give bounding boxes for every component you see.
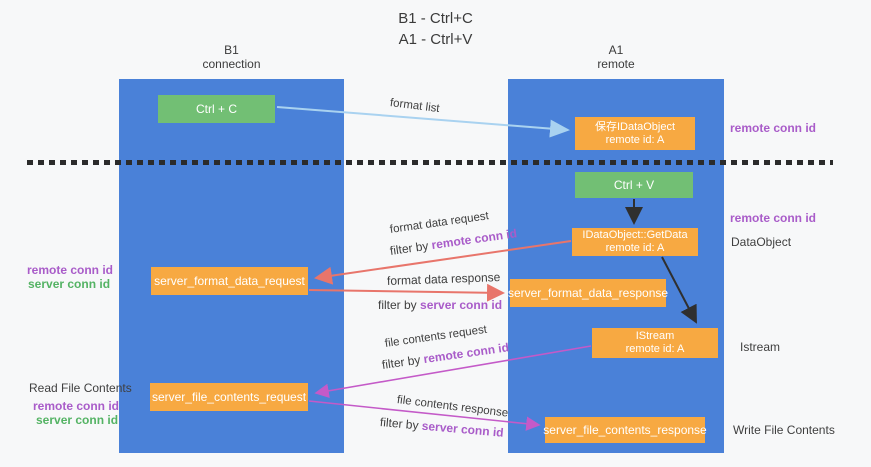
- lane-b1-name: B1: [224, 43, 239, 57]
- node-istream-line2: remote id: A: [625, 343, 685, 355]
- session-separator-line: [27, 160, 833, 165]
- lane-header-a1: A1 remote: [508, 43, 724, 71]
- label-filter-server-1: filter by server conn id: [378, 298, 502, 312]
- server-conn-id-text: server conn id: [421, 418, 505, 440]
- filter-by-text: filter by: [378, 298, 421, 312]
- label-right-remote-conn-id-1: remote conn id: [730, 121, 817, 135]
- node-ctrl-c-label: Ctrl + C: [195, 101, 237, 116]
- lane-a1-subtitle: remote: [597, 57, 635, 71]
- node-server-format-data-response: server_format_data_response: [507, 279, 669, 307]
- label-filter-server-2: filter by server conn id: [379, 415, 504, 440]
- remote-conn-id-text: remote conn id: [422, 340, 510, 367]
- node-istream: IStream remote id: A: [592, 328, 718, 358]
- node-format-request-label: server_format_data_request: [154, 273, 305, 288]
- title-line-2: A1 - Ctrl+V: [398, 31, 473, 48]
- filter-by-text: filter by: [381, 352, 425, 372]
- label-write-file-contents: Write File Contents: [733, 423, 835, 437]
- node-file-response-label: server_file_contents_response: [543, 422, 707, 437]
- node-ctrl-v-label: Ctrl + V: [613, 177, 655, 192]
- title-line-1: B1 - Ctrl+C: [398, 10, 473, 27]
- server-conn-id-text: server conn id: [420, 298, 503, 312]
- node-ctrl-v: Ctrl + V: [575, 172, 693, 198]
- node-server-format-data-request: server_format_data_request: [151, 267, 308, 295]
- label-right-remote-conn-id-2: remote conn id: [730, 211, 817, 225]
- label-left-server-conn-id-1: server conn id: [28, 277, 111, 291]
- node-getdata-line1: IDataObject::GetData: [582, 229, 688, 241]
- label-format-list: format list: [389, 97, 441, 116]
- label-left-server-conn-id-2: server conn id: [36, 413, 119, 427]
- label-left-remote-conn-id-1: remote conn id: [27, 263, 114, 277]
- lane-a1-name: A1: [608, 43, 624, 57]
- node-server-file-contents-request: server_file_contents_request: [150, 383, 308, 411]
- node-idataobject-getdata: IDataObject::GetData remote id: A: [572, 228, 698, 256]
- node-getdata-line2: remote id: A: [605, 242, 665, 254]
- diagram-title: B1 - Ctrl+C A1 - Ctrl+V: [0, 8, 871, 50]
- remote-conn-id-text: remote conn id: [430, 226, 518, 253]
- label-file-contents-response: file contents response: [396, 394, 509, 420]
- node-file-request-label: server_file_contents_request: [151, 389, 307, 404]
- label-left-remote-conn-id-2: remote conn id: [33, 399, 120, 413]
- node-save-idataobject-line2: remote id: A: [605, 133, 665, 146]
- node-istream-line1: IStream: [635, 330, 675, 342]
- node-save-idataobject-line1: 保存IDataObject: [594, 120, 676, 133]
- node-server-file-contents-response: server_file_contents_response: [543, 417, 707, 443]
- label-dataobject: DataObject: [731, 235, 792, 249]
- filter-by-text: filter by: [389, 238, 433, 258]
- node-save-idataobject: 保存IDataObject remote id: A: [575, 117, 695, 150]
- lane-header-b1: B1 connection: [119, 43, 344, 71]
- node-ctrl-c: Ctrl + C: [158, 95, 275, 123]
- label-format-data-response: format data response: [386, 270, 501, 288]
- lane-b1-subtitle: connection: [202, 57, 261, 71]
- label-istream: Istream: [740, 340, 781, 354]
- filter-by-text: filter by: [379, 415, 423, 433]
- node-format-response-label: server_format_data_response: [507, 285, 669, 300]
- label-read-file-contents: Read File Contents: [29, 381, 132, 395]
